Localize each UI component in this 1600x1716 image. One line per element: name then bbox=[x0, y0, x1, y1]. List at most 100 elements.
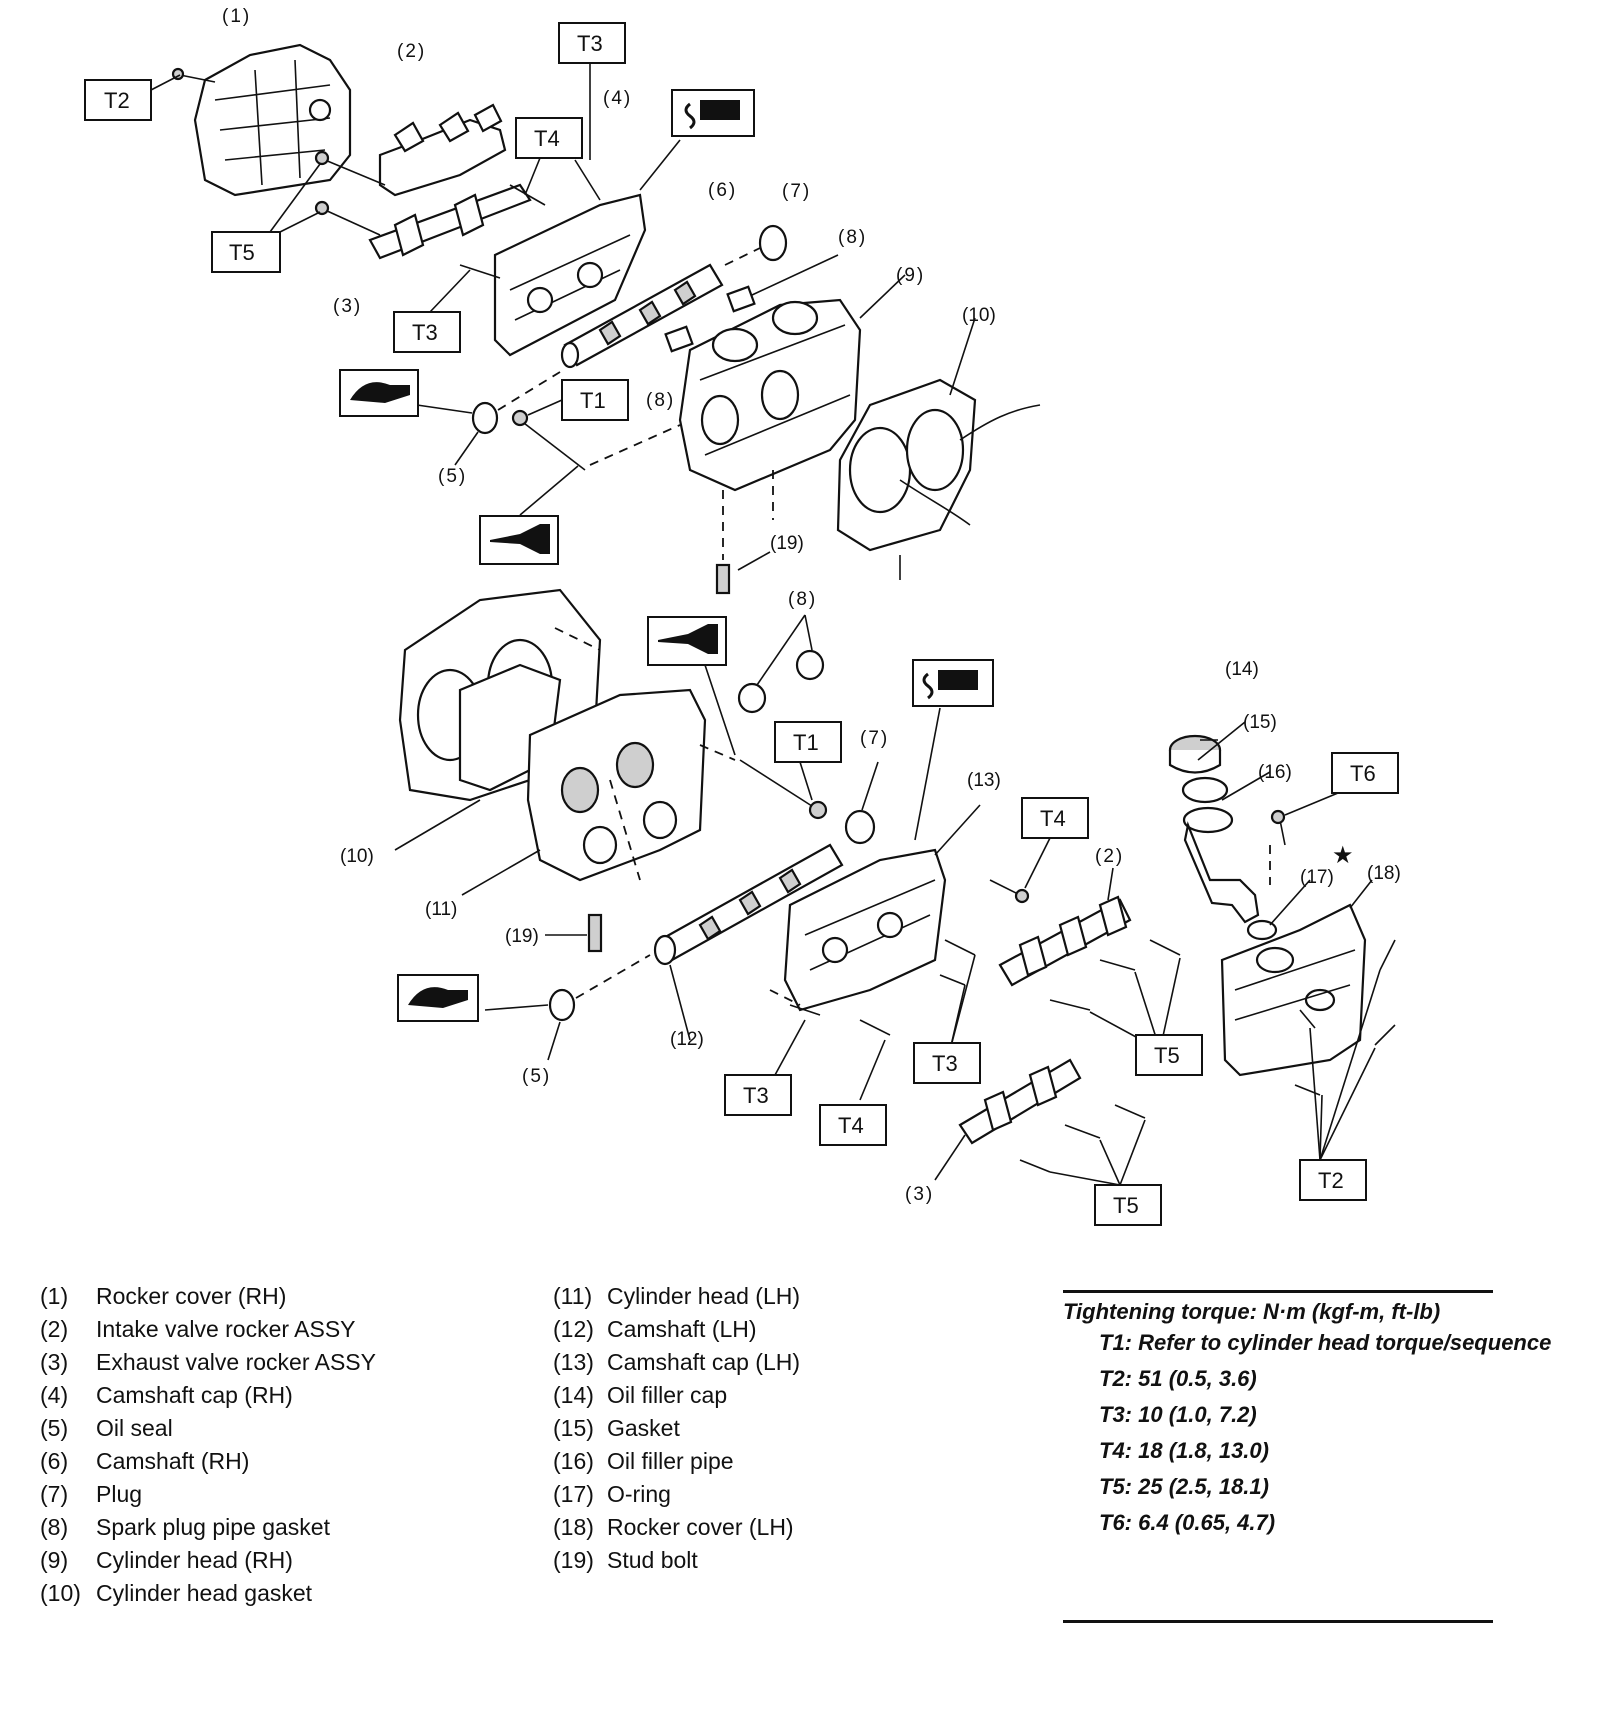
torque-item-t2: T2: 51 (0.5, 3.6) bbox=[1099, 1366, 1257, 1391]
spark-plug-gasket-lh-a bbox=[737, 682, 767, 714]
torque-box-t3-top: T3 bbox=[558, 22, 626, 64]
oil-icon-top bbox=[479, 515, 559, 565]
callout-10-top: (10) bbox=[962, 305, 996, 326]
legend-column-1: (1)Rocker cover (RH) (2)Intake valve roc… bbox=[40, 1283, 376, 1613]
torque-title: Tightening torque: N·m (kgf-m, ft-lb) bbox=[1063, 1299, 1441, 1324]
torque-box-t1-top: T1 bbox=[561, 379, 629, 421]
legend-label: Camshaft (RH) bbox=[96, 1448, 250, 1474]
legend-item: (1)Rocker cover (RH) bbox=[40, 1283, 376, 1316]
legend-item: (14)Oil filler cap bbox=[553, 1382, 800, 1415]
torque-bottom-rule bbox=[1063, 1620, 1493, 1623]
legend-label: Exhaust valve rocker ASSY bbox=[96, 1349, 376, 1375]
plug-rh bbox=[758, 224, 788, 262]
torque-box-t3-low2: T3 bbox=[724, 1074, 792, 1116]
legend-item: (17)O-ring bbox=[553, 1481, 800, 1514]
legend-item: (6)Camshaft (RH) bbox=[40, 1448, 376, 1481]
legend-number: (10) bbox=[40, 1580, 81, 1606]
svg-text:T3: T3 bbox=[932, 1051, 958, 1076]
callout-19-top: (19) bbox=[770, 533, 804, 554]
torque-item-t5: T5: 25 (2.5, 18.1) bbox=[1099, 1474, 1269, 1499]
torque-box-t3-low1: T3 bbox=[913, 1042, 981, 1084]
legend-number: (17) bbox=[553, 1481, 594, 1507]
svg-text:T3: T3 bbox=[412, 320, 438, 345]
legend-label: Spark plug pipe gasket bbox=[96, 1514, 330, 1540]
bolt-t5-b bbox=[324, 209, 381, 236]
legend-label: Rocker cover (RH) bbox=[96, 1283, 287, 1309]
callout-8-top: (8) bbox=[838, 227, 867, 248]
legend-number: (9) bbox=[40, 1547, 69, 1573]
sealant-icon-low bbox=[912, 659, 994, 707]
oil-icon-low bbox=[647, 616, 727, 666]
legend-number: (8) bbox=[40, 1514, 69, 1540]
legend-number: (13) bbox=[553, 1349, 594, 1375]
svg-text:T4: T4 bbox=[1040, 806, 1066, 831]
legend-label: Oil seal bbox=[96, 1415, 173, 1441]
parts-legend: (1)Rocker cover (RH) (2)Intake valve roc… bbox=[40, 1283, 1580, 1683]
oil-seal-rh bbox=[471, 401, 499, 435]
callout-18: (18) bbox=[1367, 863, 1401, 884]
torque-item-t4: T4: 18 (1.8, 13.0) bbox=[1099, 1438, 1269, 1463]
svg-text:T4: T4 bbox=[838, 1113, 864, 1138]
cylinder-head-gasket-rh bbox=[836, 378, 1041, 580]
svg-text:T3: T3 bbox=[743, 1083, 769, 1108]
o-ring bbox=[1246, 919, 1278, 941]
legend-label: Cylinder head (RH) bbox=[96, 1547, 293, 1573]
callout-3-low: (3) bbox=[905, 1184, 934, 1205]
legend-number: (15) bbox=[553, 1415, 594, 1441]
callout-12: (12) bbox=[670, 1029, 704, 1050]
svg-text:T5: T5 bbox=[229, 240, 255, 265]
svg-text:T1: T1 bbox=[793, 730, 819, 755]
torque-top-rule bbox=[1063, 1290, 1493, 1293]
legend-item: (5) Oil seal bbox=[40, 1415, 376, 1448]
svg-text:T1: T1 bbox=[580, 388, 606, 413]
exploded-view-diagram: ★ (1) (2) (3) (4) (5) (6) (7) (8) (8) (9… bbox=[84, 6, 1401, 1226]
legend-number: (19) bbox=[553, 1547, 594, 1573]
legend-label: Intake valve rocker ASSY bbox=[96, 1316, 356, 1342]
legend-label: Cylinder head gasket bbox=[96, 1580, 313, 1606]
legend-label: Camshaft cap (RH) bbox=[96, 1382, 293, 1408]
legend-number: (11) bbox=[553, 1283, 593, 1309]
legend-label: Gasket bbox=[607, 1415, 680, 1441]
legend-number: (3) bbox=[40, 1349, 69, 1375]
callout-13: (13) bbox=[967, 770, 1001, 791]
torque-box-t2-low: T2 bbox=[1299, 1159, 1367, 1201]
svg-text:T2: T2 bbox=[1318, 1168, 1344, 1193]
legend-item: (18) Rocker cover (LH) bbox=[553, 1514, 800, 1547]
grease-icon-low bbox=[397, 974, 479, 1022]
torque-box-t3-mid: T3 bbox=[393, 311, 461, 353]
legend-label: Cylinder head (LH) bbox=[607, 1283, 801, 1309]
oil-filler-cap bbox=[1168, 734, 1222, 774]
torque-box-t4-low: T4 bbox=[1021, 797, 1089, 839]
spark-plug-gasket-rh-b bbox=[664, 325, 694, 353]
camshaft-lh bbox=[653, 843, 844, 966]
legend-label: Rocker cover (LH) bbox=[607, 1514, 794, 1540]
torque-box-t5-low2: T5 bbox=[1094, 1184, 1162, 1226]
sealant-icon-top bbox=[671, 89, 755, 137]
legend-item: (8) Spark plug pipe gasket bbox=[40, 1514, 376, 1547]
exhaust-rocker-lh bbox=[958, 1058, 1082, 1145]
camshaft-rh bbox=[560, 263, 724, 369]
torque-box-t4-top: T4 bbox=[515, 117, 583, 159]
legend-item: (15) Gasket bbox=[553, 1415, 800, 1448]
legend-item: (12)Camshaft (LH) bbox=[553, 1316, 800, 1349]
torque-item-t3: T3: 10 (1.0, 7.2) bbox=[1099, 1402, 1257, 1427]
legend-number: (18) bbox=[553, 1514, 594, 1540]
callout-9: (9) bbox=[896, 265, 925, 286]
callout-10-low: (10) bbox=[340, 846, 374, 867]
legend-label: Camshaft cap (LH) bbox=[607, 1349, 801, 1375]
rocker-cover-lh bbox=[1220, 903, 1367, 1077]
legend-item: (3) Exhaust valve rocker ASSY bbox=[40, 1349, 376, 1382]
oil-seal-lh bbox=[548, 988, 576, 1022]
callout-17: (17) bbox=[1300, 867, 1334, 888]
legend-number: (5) bbox=[40, 1415, 69, 1441]
torque-item-t1: T1: Refer to cylinder head torque/sequen… bbox=[1099, 1330, 1552, 1355]
exhaust-rocker-rh bbox=[368, 183, 532, 260]
svg-text:T2: T2 bbox=[104, 88, 130, 113]
plug-lh bbox=[844, 809, 876, 845]
legend-item: (19)Stud bolt bbox=[553, 1547, 800, 1580]
legend-item: (2)Intake valve rocker ASSY bbox=[40, 1316, 376, 1349]
stud-bolt-rh bbox=[715, 563, 731, 595]
intake-rocker-lh bbox=[998, 895, 1132, 987]
callout-6: (6) bbox=[708, 180, 737, 201]
oil-filler-gasket bbox=[1181, 776, 1229, 804]
